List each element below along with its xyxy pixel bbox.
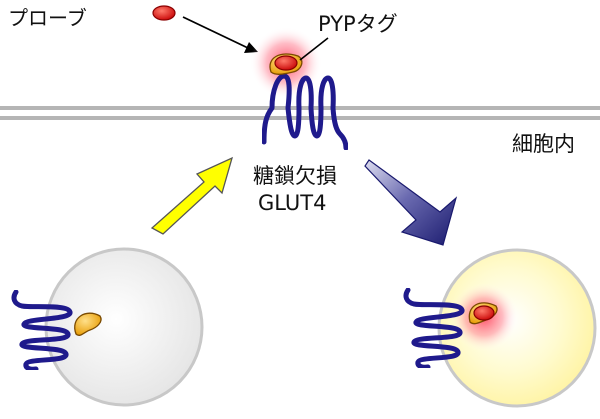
endocytosis-arrow-navy — [364, 159, 458, 246]
translocation-arrow-yellow — [150, 156, 234, 235]
crescent-tag-icon — [74, 312, 102, 336]
probe-label: プローブ — [8, 6, 87, 30]
probe-binding-arrow — [182, 16, 258, 53]
tag-label: PYPタグ — [318, 12, 398, 36]
intracellular-label: 細胞内 — [512, 132, 575, 156]
tag-label-leader — [299, 37, 329, 61]
glycosylation-defect-label: 糖鎖欠損 — [253, 164, 337, 188]
probe-icon — [274, 55, 298, 71]
probe-icon — [473, 305, 495, 321]
vesicle-unlabeled — [44, 247, 204, 407]
tag-probe-complex-top — [269, 53, 303, 75]
protein-name-label: GLUT4 — [258, 191, 327, 215]
probe-icon — [152, 5, 176, 21]
